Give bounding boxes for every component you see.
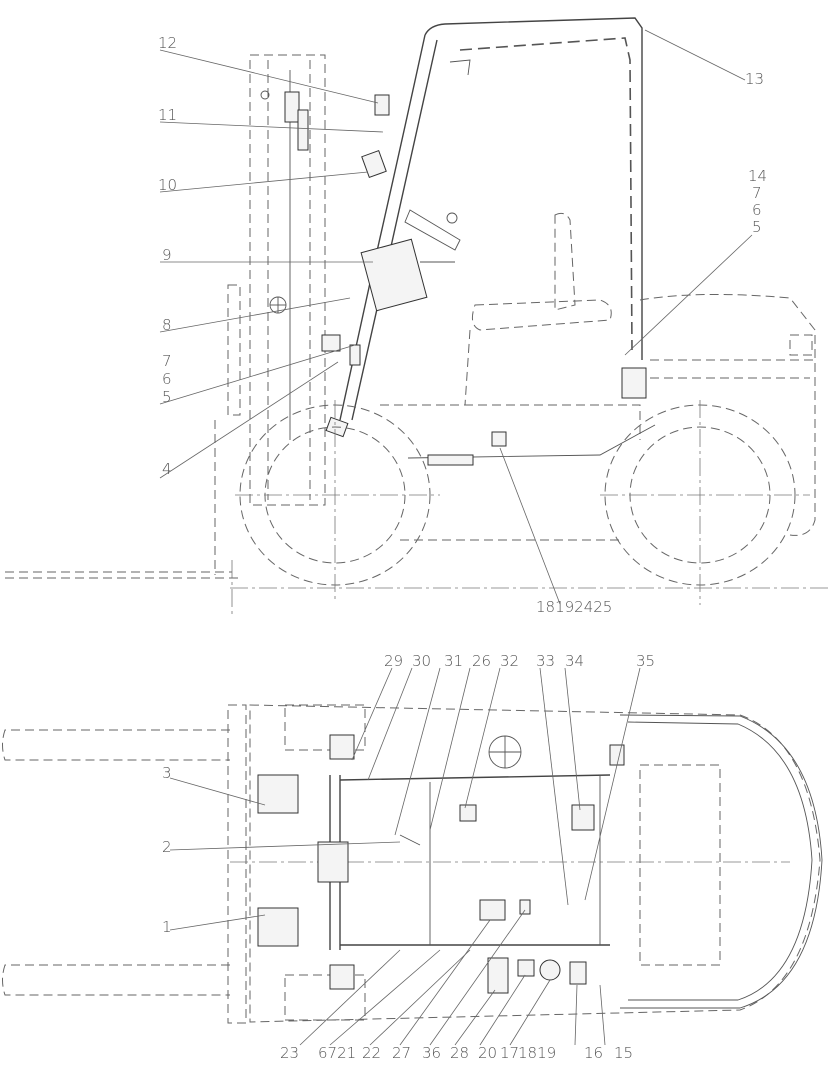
top-leaders <box>169 667 641 1046</box>
side-view: 12 11 10 9 8 7 6 5 4 13 14 7 6 5 1819242… <box>5 17 832 616</box>
callout-23: 23 <box>280 1044 299 1062</box>
callout-1819: 1819 <box>518 1044 556 1062</box>
callout-2: 2 <box>162 838 172 856</box>
mast <box>227 54 326 506</box>
callout-34: 34 <box>565 652 584 670</box>
rear-wheel <box>600 400 810 605</box>
wiring-harness <box>339 735 625 994</box>
top-outline <box>249 704 823 1023</box>
frame <box>325 404 656 541</box>
callout-8: 8 <box>162 316 172 334</box>
callout-6721: 6721 <box>318 1044 356 1062</box>
callout-13: 13 <box>745 70 764 88</box>
callout-14: 14 <box>748 167 767 185</box>
callout-33: 33 <box>536 652 555 670</box>
seat <box>464 212 612 406</box>
callout-17: 17 <box>500 1044 519 1062</box>
callout-1: 1 <box>162 918 172 936</box>
front-wheel <box>235 400 440 600</box>
callout-22: 22 <box>362 1044 381 1062</box>
counterweight <box>621 293 816 536</box>
side-callouts: 12 11 10 9 8 7 6 5 4 13 14 7 6 5 1819242… <box>158 34 767 616</box>
callout-27: 27 <box>392 1044 411 1062</box>
side-leaders <box>159 29 753 605</box>
callout-35: 35 <box>636 652 655 670</box>
callout-5: 5 <box>162 388 172 406</box>
callout-31: 31 <box>444 652 463 670</box>
steering-assembly <box>321 94 461 366</box>
callout-10: 10 <box>158 176 177 194</box>
callout-30: 30 <box>412 652 431 670</box>
callout-5-right: 5 <box>752 218 762 236</box>
callout-36: 36 <box>422 1044 441 1062</box>
callout-20: 20 <box>478 1044 497 1062</box>
callout-32: 32 <box>500 652 519 670</box>
callout-4: 4 <box>162 460 172 478</box>
callout-15: 15 <box>614 1044 633 1062</box>
forks <box>5 420 240 579</box>
callout-26: 26 <box>472 652 491 670</box>
callout-7-right: 7 <box>752 184 762 202</box>
top-forks <box>2 704 247 1024</box>
callout-12: 12 <box>158 34 177 52</box>
callout-11: 11 <box>158 106 177 124</box>
callout-6: 6 <box>162 370 172 388</box>
callout-6-right: 6 <box>752 201 762 219</box>
callout-9: 9 <box>162 246 172 264</box>
callout-7: 7 <box>162 352 172 370</box>
top-view: 29 30 31 26 32 33 34 35 3 2 1 23 6721 22… <box>2 652 823 1062</box>
front-axle <box>257 734 355 990</box>
callout-28: 28 <box>450 1044 469 1062</box>
callout-18192425: 18192425 <box>536 598 612 616</box>
overhead-guard <box>339 17 643 421</box>
callout-16: 16 <box>584 1044 603 1062</box>
callout-3: 3 <box>162 764 172 782</box>
top-callouts: 29 30 31 26 32 33 34 35 3 2 1 23 6721 22… <box>162 652 655 1062</box>
callout-29: 29 <box>384 652 403 670</box>
